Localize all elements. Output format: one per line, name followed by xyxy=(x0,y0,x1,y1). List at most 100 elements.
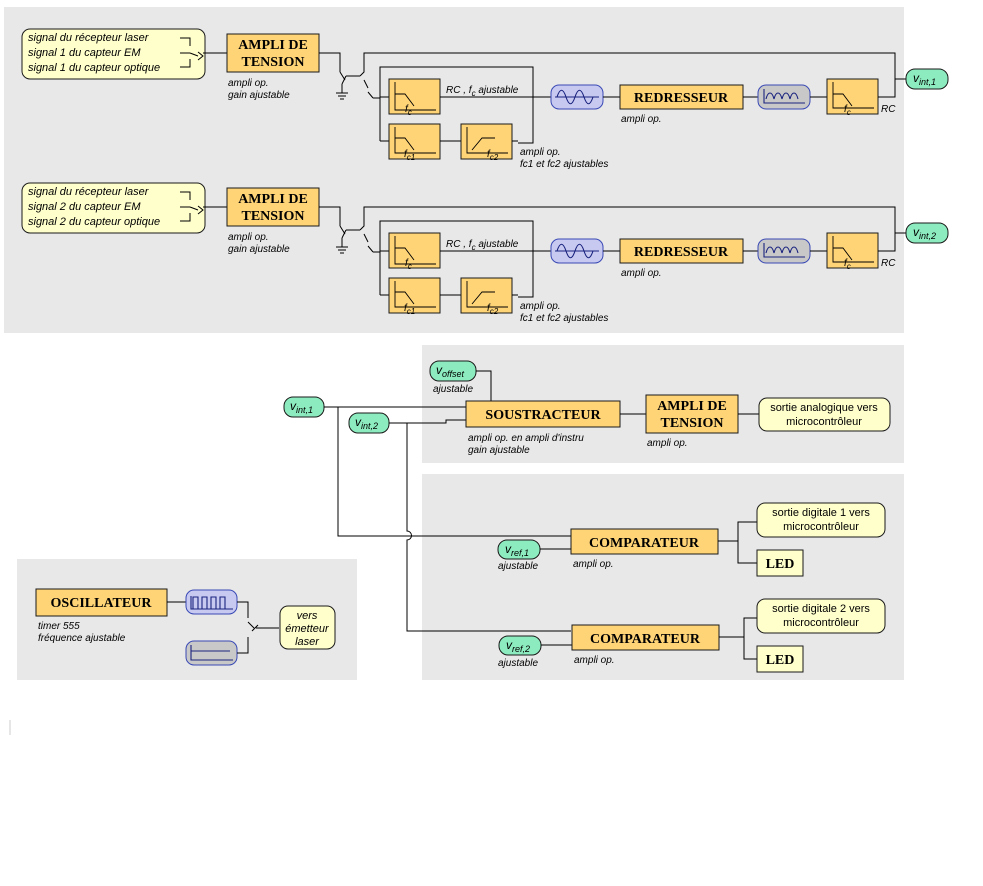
output-lowpass-label-2: fc xyxy=(844,258,851,271)
emetteur-output-box xyxy=(279,605,336,650)
vint2-input-label: vint,2 xyxy=(355,415,378,431)
ampli-2-label-a: AMPLI DE xyxy=(238,192,308,207)
rectified-wave-icon-1 xyxy=(757,84,811,110)
output-lowpass-2 xyxy=(826,232,879,269)
vref1-label: vref,1 xyxy=(505,542,529,558)
rc-note-1: RC , fc ajustable xyxy=(446,85,519,98)
oscillator-switch xyxy=(237,601,279,654)
bypass-line-2 xyxy=(346,206,906,234)
bandpass-note-2a: ampli op. xyxy=(520,301,561,312)
bandpass-note-1b: fc1 et fc2 ajustables xyxy=(520,159,608,170)
led-1 xyxy=(756,549,804,577)
bandpass-hp-label-2: fc2 xyxy=(487,303,499,316)
dc-level-icon xyxy=(185,640,238,666)
bandpass-hp-label-1: fc2 xyxy=(487,149,499,162)
lowpass-filter-1 xyxy=(388,78,441,115)
comparateur-2-note: ampli op. xyxy=(574,655,615,666)
lowpass-label-1: fc xyxy=(405,104,412,117)
output-lowpass-label-1: fc xyxy=(844,104,851,117)
led-2 xyxy=(756,645,804,673)
comparateur-2-split xyxy=(719,617,757,660)
oscillateur xyxy=(35,588,168,617)
ground-switch-2 xyxy=(336,225,348,254)
oscillateur-label: OSCILLATEUR xyxy=(51,596,153,611)
bandpass-lp-label-1: fc1 xyxy=(404,149,415,162)
source-2-line-2: signal 2 du capteur EM xyxy=(28,201,141,213)
ampli-2-note-1: ampli op. xyxy=(228,232,269,243)
comparateur-2-label: COMPARATEUR xyxy=(590,632,701,647)
digital-output-2-line-1: sortie digitale 2 vers xyxy=(772,603,870,615)
digital-section: vref,1 ajustable COMPARATEUR ampli op. s… xyxy=(337,407,886,673)
bandpass-note-1a: ampli op. xyxy=(520,147,561,158)
redresseur-1-note: ampli op. xyxy=(621,114,662,125)
vref2-label: vref,2 xyxy=(506,638,530,654)
comparateur-1-note: ampli op. xyxy=(573,559,614,570)
voffset-note: ajustable xyxy=(433,384,473,395)
comparateur-2 xyxy=(571,624,720,651)
dc-waveform xyxy=(190,645,233,661)
source-box-2 xyxy=(21,182,206,234)
ampli-analog-label-a: AMPLI DE xyxy=(657,399,727,414)
vint1-output-label: vint,1 xyxy=(913,71,936,87)
bypass-line-1 xyxy=(346,52,906,80)
led-1-label: LED xyxy=(766,557,795,572)
comparateur-1-label: COMPARATEUR xyxy=(589,536,700,551)
ampli-2-note-2: gain ajustable xyxy=(228,244,290,255)
vint2-output-label: vint,2 xyxy=(913,225,936,241)
filter-select-1 xyxy=(363,66,534,144)
rectified-waveform-1 xyxy=(763,89,805,104)
digital-output-1-line-2: microcontrôleur xyxy=(783,521,859,533)
source-box-1 xyxy=(21,28,206,80)
emetteur-line-3: laser xyxy=(295,636,320,648)
oscillateur-note-1: timer 555 xyxy=(38,621,80,632)
ampli-analog-note: ampli op. xyxy=(647,438,688,449)
soustracteur-note-1: ampli op. en ampli d'instru xyxy=(468,433,584,444)
redresseur-2-note: ampli op. xyxy=(621,268,662,279)
output-rc-1: RC xyxy=(881,104,896,115)
bandpass-note-2b: fc1 et fc2 ajustables xyxy=(520,313,608,324)
ampli-1-note-2: gain ajustable xyxy=(228,90,290,101)
output-lowpass-1 xyxy=(826,78,879,115)
comparateur-1-split xyxy=(718,521,757,564)
digital-output-1-line-1: sortie digitale 1 vers xyxy=(772,507,870,519)
channel-2: signal du récepteur laser signal 2 du ca… xyxy=(21,182,949,324)
vint2-feed-line xyxy=(406,423,571,632)
voffset-label: voffset xyxy=(436,363,465,379)
vref1-note: ajustable xyxy=(498,561,538,572)
digital-output-box-2 xyxy=(756,598,886,634)
source-1-line-1: signal du récepteur laser xyxy=(28,32,150,44)
ground-switch-1 xyxy=(336,71,348,100)
analog-output-line-1: sortie analogique vers xyxy=(770,402,878,414)
analog-section: voffset ajustable vint,1 vint,2 SOUSTRAC… xyxy=(283,360,891,456)
analog-output-line-2: microcontrôleur xyxy=(786,416,862,428)
redresseur-2-label: REDRESSEUR xyxy=(634,245,729,260)
source-1-line-3: signal 1 du capteur optique xyxy=(28,62,160,74)
ampli-2-label-b: TENSION xyxy=(241,209,304,224)
bandpass-lp-label-2: fc1 xyxy=(404,303,415,316)
output-lowpass-curve-1 xyxy=(832,82,874,109)
analog-output-box xyxy=(758,397,891,432)
digital-output-2-line-2: microcontrôleur xyxy=(783,617,859,629)
ampli-analog-label-b: TENSION xyxy=(660,416,723,431)
square-waveform xyxy=(190,596,233,610)
output-lowpass-curve-2 xyxy=(832,236,874,263)
oscillator-section: OSCILLATEUR timer 555 fréquence ajustabl… xyxy=(35,588,336,666)
lowpass-curve-1 xyxy=(394,82,436,111)
redresseur-2 xyxy=(619,238,744,264)
lowpass-label-2: fc xyxy=(405,258,412,271)
digital-output-box-1 xyxy=(756,502,886,538)
bandpass-lp-curve-2 xyxy=(394,281,436,308)
ampli-1-label-b: TENSION xyxy=(241,55,304,70)
vint2-output-pill xyxy=(905,222,949,244)
ampli-1-label-a: AMPLI DE xyxy=(238,38,308,53)
source-1-line-2: signal 1 du capteur EM xyxy=(28,47,141,59)
source-2-selector-contacts xyxy=(180,191,191,222)
bandpass-hp-curve-1 xyxy=(466,127,508,154)
vref2-note: ajustable xyxy=(498,658,538,669)
bandpass-lp-curve-1 xyxy=(394,127,436,154)
channel-1: signal du récepteur laser signal 1 du ca… xyxy=(21,28,949,170)
ampli-tension-2 xyxy=(226,187,320,227)
lowpass-filter-2 xyxy=(388,232,441,269)
redresseur-1-label: REDRESSEUR xyxy=(634,91,729,106)
output-rc-2: RC xyxy=(881,258,896,269)
